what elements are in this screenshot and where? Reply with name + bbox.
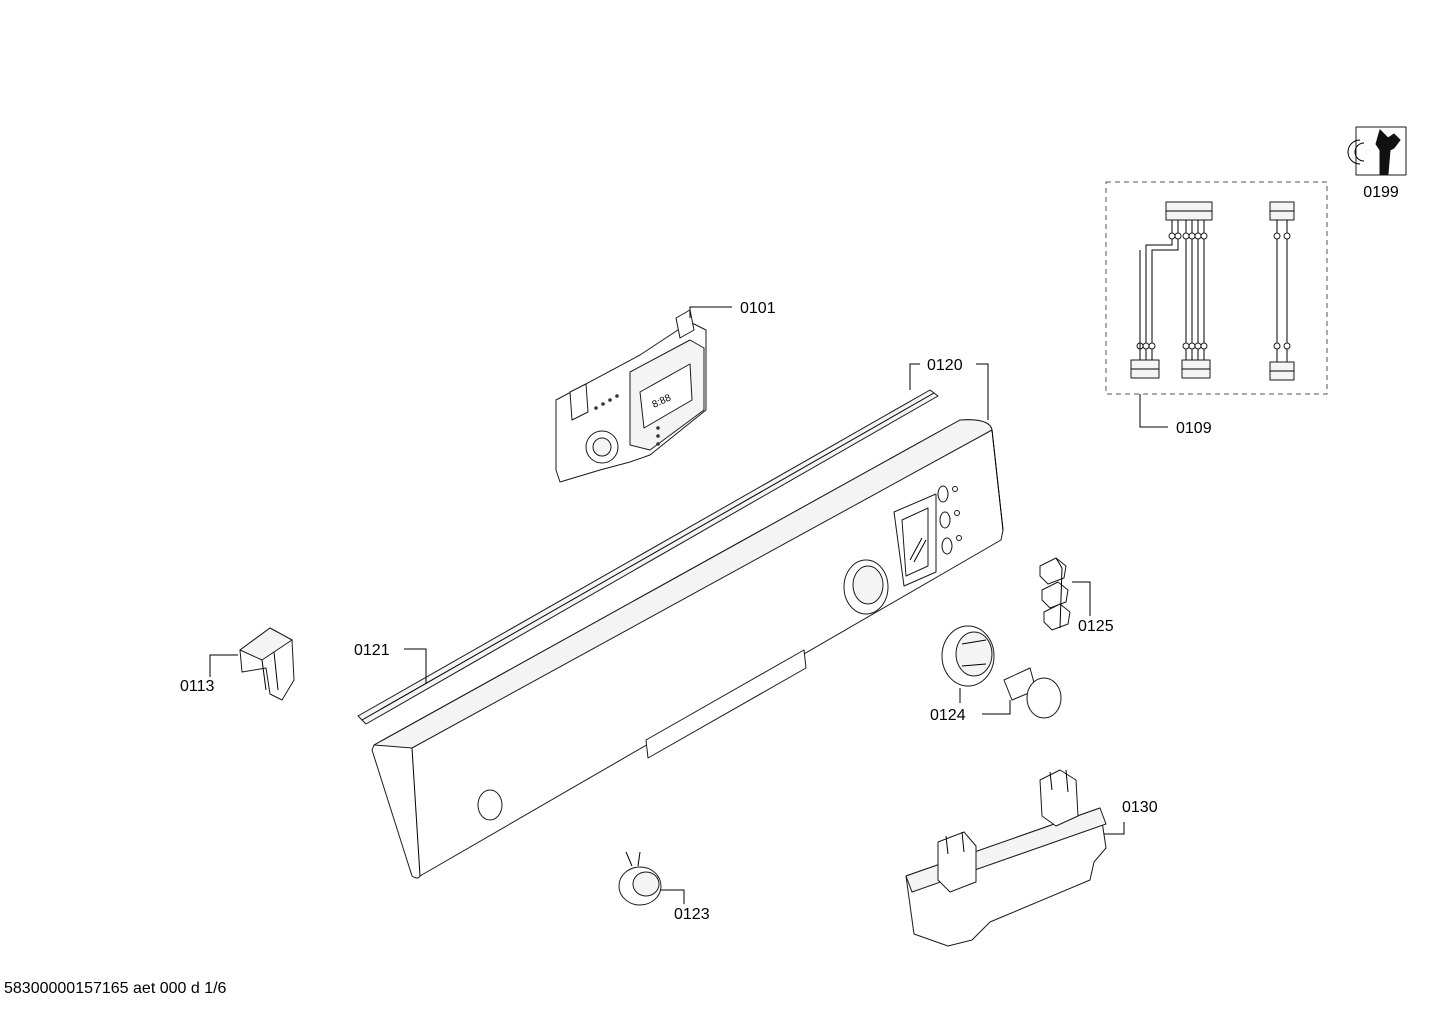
part-label-0101: 0101 <box>740 300 776 317</box>
part-label-0125: 0125 <box>1078 618 1114 635</box>
service-kit-icon <box>1347 126 1407 176</box>
push-button-drawing <box>618 851 662 906</box>
part-label-0123: 0123 <box>674 906 710 923</box>
leader-0123 <box>660 889 685 904</box>
part-label-0109: 0109 <box>1176 420 1212 437</box>
part-label-0124: 0124 <box>930 707 966 724</box>
leader-0130 <box>1104 822 1125 835</box>
holder-drawing <box>905 769 1107 947</box>
leader-0109 <box>1139 394 1168 428</box>
part-label-0121: 0121 <box>354 642 390 659</box>
leader-0120 <box>909 363 989 420</box>
trim-strip-drawing <box>357 389 939 725</box>
leader-0101 <box>689 306 732 318</box>
part-label-0113: 0113 <box>180 678 215 695</box>
electronic-module-drawing: 8:88 <box>555 309 707 483</box>
leader-0113 <box>209 654 238 677</box>
part-label-0120: 0120 <box>927 357 963 374</box>
document-reference: 58300000157165 aet 000 d 1/6 <box>4 980 227 997</box>
part-label-0199: 0199 <box>1363 184 1399 201</box>
leader-0121 <box>404 648 427 683</box>
fascia-panel-drawing <box>371 419 1004 879</box>
cable-set-drawing <box>1105 181 1328 395</box>
leader-0124 <box>959 688 1011 715</box>
clip-drawing <box>239 627 295 701</box>
part-label-0130: 0130 <box>1122 799 1158 816</box>
leader-0125 <box>1072 581 1091 616</box>
indicator-caps-drawing <box>1039 557 1071 631</box>
knob-drawing <box>941 625 1062 719</box>
